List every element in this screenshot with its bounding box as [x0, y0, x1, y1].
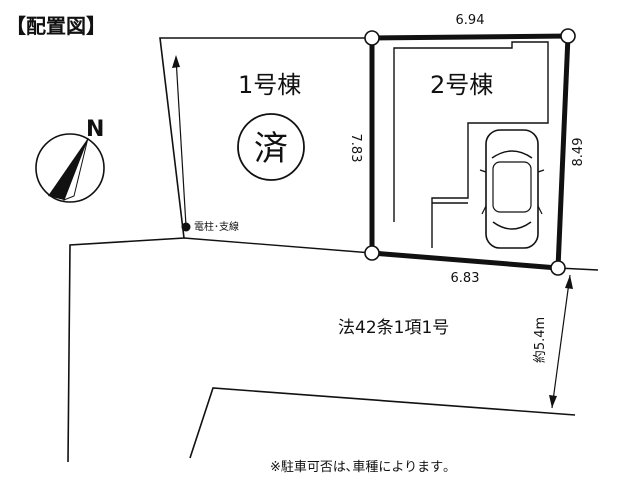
road-edge-line — [189, 387, 576, 459]
car-icon — [479, 129, 545, 249]
road-width-line — [551, 274, 571, 409]
corner-marker — [364, 245, 380, 261]
road-width-arrow-top — [565, 275, 573, 289]
dimension-left: 7.83 — [348, 134, 363, 163]
building-1-label: 1号棟 — [238, 71, 301, 99]
pole-guide-arrow — [172, 55, 180, 68]
corner-marker — [364, 30, 380, 46]
road-width-arrow-bottom — [549, 395, 557, 408]
building-2-label: 2号棟 — [430, 71, 493, 99]
dimension-right: 8.49 — [571, 138, 586, 167]
compass-north-label: N — [86, 117, 104, 142]
road-width-label: 約5.4m — [533, 317, 548, 363]
building-2-footprint — [393, 41, 549, 248]
road-designation: 法42条1項1号 — [338, 318, 449, 338]
corner-marker — [560, 28, 576, 44]
sold-stamp-circle — [237, 113, 305, 181]
utility-pole-icon — [181, 222, 191, 232]
sold-stamp-text: 済 — [254, 129, 288, 169]
lot-boundary-front — [183, 237, 373, 254]
dimension-top: 6.94 — [456, 13, 485, 28]
north-compass-icon — [35, 133, 105, 203]
parking-note: ※駐車可否は､車種によります｡ — [270, 459, 450, 475]
pole-guide-line — [175, 57, 187, 227]
plan-title: 【配置図】 — [6, 14, 106, 38]
dimension-bottom: 6.83 — [451, 271, 480, 286]
corner-marker — [550, 260, 566, 276]
utility-pole-label: 電柱･支線 — [194, 220, 239, 233]
